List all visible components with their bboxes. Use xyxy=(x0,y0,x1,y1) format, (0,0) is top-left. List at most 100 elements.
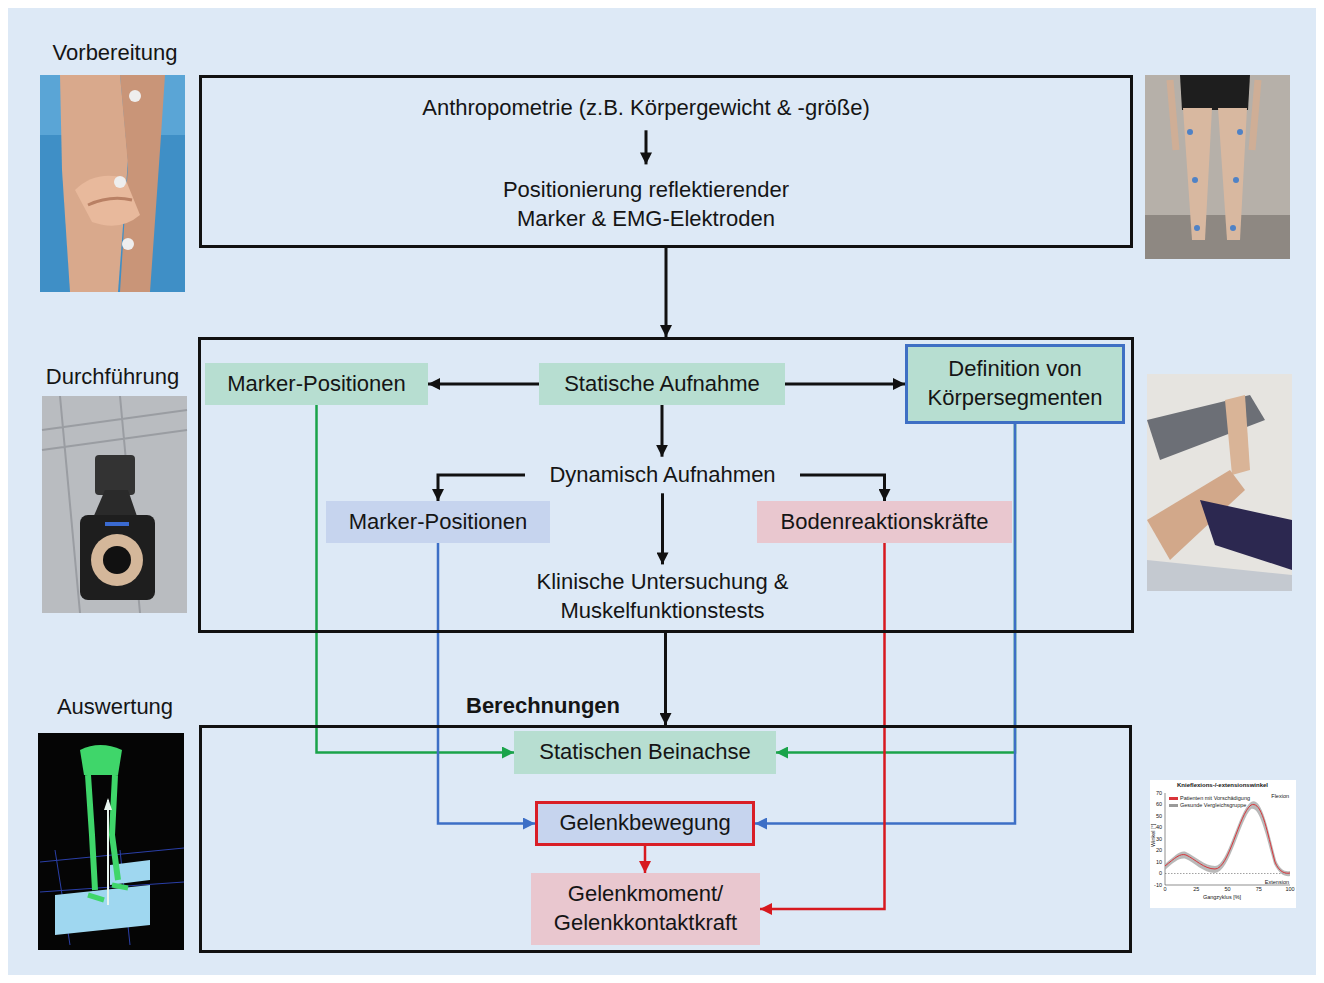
illustration-shape xyxy=(40,848,184,945)
process-box: Gelenkbewegung xyxy=(535,801,755,846)
flow-arrow xyxy=(428,383,539,386)
illustration-shape xyxy=(1145,215,1290,259)
legend-text: Patienten mit Vorschädigung xyxy=(1180,795,1250,801)
flow-arrow xyxy=(661,493,664,564)
illustration-shape xyxy=(95,455,135,495)
illustration-shape xyxy=(1183,108,1212,240)
illustration-shape xyxy=(42,396,187,613)
illustration-shape xyxy=(42,396,187,613)
chart-label: Flexion xyxy=(1255,793,1289,800)
illustration-shape xyxy=(1147,374,1292,591)
chart-label: 25 xyxy=(1188,886,1204,893)
illustration-shape xyxy=(1150,780,1296,908)
illustration-shape xyxy=(91,534,143,586)
illustration-shape xyxy=(1165,793,1166,885)
illustration-shape xyxy=(1237,129,1243,135)
chart-label: 0 xyxy=(1150,870,1162,877)
flow-arrow xyxy=(785,383,905,386)
illustration-shape xyxy=(55,885,150,935)
box-text: Statischen Beinachse xyxy=(539,738,751,767)
box-text: Anthropometrie (z.B. Körpergewicht & -gr… xyxy=(422,94,870,123)
flow-arrow xyxy=(664,633,667,725)
illustration-shape xyxy=(1165,873,1290,874)
flow-arrow xyxy=(665,248,668,337)
evaluation-box: BerechnungenStatischen BeinachseGelenkbe… xyxy=(199,725,1132,953)
illustration-shape xyxy=(88,775,118,890)
procedure-box: Marker-Positionen Statische Aufnahme Defin… xyxy=(198,337,1134,633)
illustration-shape xyxy=(105,522,129,526)
chart-label: 60 xyxy=(1150,801,1162,808)
chart-label: 40 xyxy=(1150,824,1162,831)
chart-label: 70 xyxy=(1150,790,1162,797)
row-label: Durchführung xyxy=(30,364,195,390)
chart-label: Winkel [°] xyxy=(1150,815,1157,855)
chart-label: 50 xyxy=(1220,886,1236,893)
photo-standing-person xyxy=(1145,75,1290,259)
illustration-shape xyxy=(1165,804,1290,873)
illustration-shape xyxy=(88,198,132,205)
flow-arrow xyxy=(800,475,885,501)
legend-entry: Patienten mit Vorschädigung xyxy=(1169,795,1250,801)
illustration-shape xyxy=(80,515,155,600)
legend-text: Gesunde Vergleichsgruppe xyxy=(1180,802,1246,808)
illustration-shape xyxy=(114,176,126,188)
illustration-shape xyxy=(1218,108,1247,240)
flow-arrow xyxy=(776,424,1015,753)
box-text: Positionierung reflektierender Marker & … xyxy=(484,176,808,233)
process-box: Bodenreaktionskräfte xyxy=(757,501,1012,543)
process-box: Anthropometrie (z.B. Körpergewicht & -gr… xyxy=(330,90,962,127)
illustration-shape xyxy=(80,745,122,775)
illustration-shape xyxy=(1230,225,1236,231)
illustration-shape xyxy=(1192,177,1198,183)
process-box: Marker-Positionen xyxy=(205,363,428,405)
process-box: Gelenkmoment/ Gelenkkontaktkraft xyxy=(531,873,760,945)
row-label: Auswertung xyxy=(40,694,190,720)
chart-label: 30 xyxy=(1150,836,1162,843)
section-heading: Berechnungen xyxy=(466,692,620,721)
photo-camera xyxy=(42,396,187,613)
chart-label: Knieflexions-/-extensionswinkel xyxy=(1160,782,1285,789)
legend-swatch xyxy=(1169,797,1178,800)
box-text: Statische Aufnahme xyxy=(564,370,760,399)
chart-label: 10 xyxy=(1150,859,1162,866)
chart-label: 50 xyxy=(1150,813,1162,820)
box-text: Dynamisch Aufnahmen xyxy=(549,461,775,490)
illustration-shape xyxy=(129,90,141,102)
chart-knee-angle xyxy=(1150,780,1296,908)
illustration-shape xyxy=(1200,500,1292,570)
illustration-shape xyxy=(1180,75,1250,110)
illustration-shape xyxy=(40,75,185,292)
process-box: Dynamisch Aufnahmen xyxy=(525,457,800,494)
flow-arrow xyxy=(645,130,648,164)
box-text: Marker-Positionen xyxy=(227,370,406,399)
chart-label: 20 xyxy=(1150,847,1162,854)
illustration-shape xyxy=(104,798,112,810)
photo-marker-placement xyxy=(40,75,185,292)
box-text: Gelenkbewegung xyxy=(559,809,730,838)
illustration-shape xyxy=(1170,80,1258,150)
illustration-shape xyxy=(1187,129,1193,135)
process-box: Positionierung reflektierender Marker & … xyxy=(476,172,816,237)
box-text: Bodenreaktionskräfte xyxy=(781,508,989,537)
row-label: Vorbereitung xyxy=(40,40,190,66)
chart-label: Gangzyklus [%] xyxy=(1190,894,1254,901)
flow-arrow xyxy=(438,475,525,501)
box-text: Gelenkmoment/ Gelenkkontaktkraft xyxy=(539,880,752,937)
illustration-shape xyxy=(1194,225,1200,231)
illustration-shape xyxy=(122,238,134,250)
flow-arrow xyxy=(644,846,647,873)
illustration-shape xyxy=(38,733,184,950)
flow-arrow xyxy=(438,543,535,824)
box-text: Definition von Körpersegmenten xyxy=(916,355,1114,412)
chart-label: 100 xyxy=(1282,886,1298,893)
illustration-shape xyxy=(75,176,140,226)
illustration-shape xyxy=(103,546,131,574)
legend-entry: Gesunde Vergleichsgruppe xyxy=(1169,802,1246,808)
legend-swatch xyxy=(1169,804,1178,807)
process-box: Marker-Positionen xyxy=(326,501,550,543)
illustration-shape xyxy=(1145,75,1290,259)
illustration-shape xyxy=(1233,177,1239,183)
process-box: Statische Aufnahme xyxy=(539,363,785,405)
chart-label: Extension xyxy=(1250,879,1289,886)
photo-clinical-exam xyxy=(1147,374,1292,591)
